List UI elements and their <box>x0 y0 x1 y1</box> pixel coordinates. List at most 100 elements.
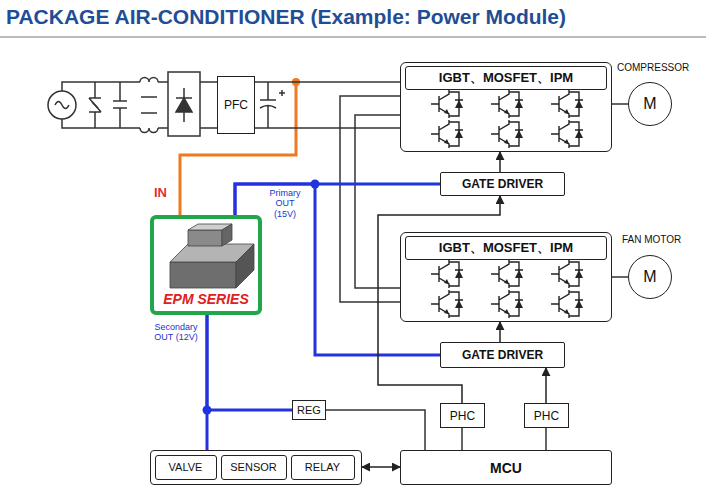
box-label: RELAY <box>305 461 340 473</box>
diode-symbol <box>575 300 583 308</box>
fan-power-module: IGBT、MOSFET、IPM <box>400 232 612 322</box>
mains-wiring <box>176 98 192 112</box>
mains-wiring <box>113 82 127 128</box>
mains-wiring <box>140 128 158 133</box>
mains-wiring <box>48 72 285 136</box>
module-header: IGBT、MOSFET、IPM <box>405 66 607 90</box>
mains-wiring <box>168 72 200 136</box>
connector <box>255 127 400 129</box>
pfc-box: PFC <box>217 76 255 134</box>
transistor-symbol <box>431 120 463 148</box>
photocoupler-box: PHC <box>440 403 485 428</box>
mains-wiring <box>200 82 217 128</box>
mains-wiring <box>158 82 168 128</box>
diode-symbol <box>515 270 523 278</box>
connector <box>499 152 501 172</box>
connector <box>340 96 400 302</box>
transistor-symbol <box>431 260 463 288</box>
transistor-symbol <box>551 260 583 288</box>
transistor-symbols <box>431 90 583 318</box>
box-label: SENSOR <box>230 461 276 473</box>
connector <box>545 368 547 403</box>
mcu-box: MCU <box>400 450 612 485</box>
diode-symbol <box>455 130 463 138</box>
photocoupler-box: PHC <box>524 403 569 428</box>
epm-module-picture <box>188 230 222 246</box>
relay-box: RELAY <box>291 455 355 480</box>
gate-driver-box: GATE DRIVER <box>440 172 565 196</box>
mains-wiring <box>279 90 285 96</box>
connector <box>612 276 628 278</box>
box-label: REG <box>297 404 321 416</box>
connector <box>235 184 440 355</box>
diode-symbol <box>575 130 583 138</box>
peripheral-group-box: VALVE SENSOR RELAY <box>150 450 362 485</box>
epm-module-picture <box>222 224 232 246</box>
emitter-arrow <box>564 109 569 114</box>
mains-wiring <box>55 102 69 109</box>
box-label: EPM SERIES <box>163 291 249 307</box>
diode-symbol <box>455 270 463 278</box>
mains-wiring <box>92 102 98 108</box>
connector <box>362 466 400 468</box>
box-label: GATE DRIVER <box>462 348 543 362</box>
box-label: M <box>643 268 656 286</box>
transistor-symbol <box>551 290 583 318</box>
diode-symbol <box>455 100 463 108</box>
epm-module-picture <box>236 244 254 288</box>
emitter-arrow <box>564 309 569 314</box>
connector <box>255 81 400 83</box>
mains-wiring <box>48 91 76 119</box>
connector <box>612 103 628 105</box>
box-label: VALVE <box>169 461 203 473</box>
connector <box>235 184 440 215</box>
box-label: PHC <box>534 409 559 423</box>
diode-symbol <box>455 300 463 308</box>
mains-wiring <box>176 88 192 122</box>
transistor-symbol <box>491 290 523 318</box>
connector <box>378 196 500 403</box>
emitter-arrow <box>444 109 449 114</box>
transistor-symbol <box>431 90 463 118</box>
emitter-arrow <box>444 309 449 314</box>
transistor-symbol <box>491 90 523 118</box>
module-header: IGBT、MOSFET、IPM <box>405 236 607 260</box>
diode-symbol <box>515 300 523 308</box>
diagram-title: PACKAGE AIR-CONDITIONER (Example: Power … <box>6 5 566 29</box>
input-label: IN <box>154 186 167 201</box>
transistor-symbol <box>491 120 523 148</box>
connector <box>207 315 292 410</box>
connector <box>326 410 425 450</box>
emitter-arrow <box>504 279 509 284</box>
sensor-box: SENSOR <box>221 455 287 480</box>
emitter-arrow <box>504 139 509 144</box>
module-caption: FAN MOTOR <box>622 234 681 246</box>
mains-wiring <box>89 82 101 128</box>
output-label: Primary OUT (15V) <box>264 188 306 219</box>
box-label: M <box>643 95 656 113</box>
emitter-arrow <box>564 139 569 144</box>
regulator-box: REG <box>292 400 326 420</box>
mains-wiring <box>140 78 158 82</box>
transistor-symbol <box>551 120 583 148</box>
diode-symbol <box>575 100 583 108</box>
valve-box: VALVE <box>155 455 217 480</box>
emitter-arrow <box>444 279 449 284</box>
diode-symbol <box>515 100 523 108</box>
motor-circle: M <box>628 82 672 126</box>
mains-wiring <box>260 82 276 128</box>
mains-wiring <box>62 119 140 128</box>
title-rule <box>0 37 706 38</box>
diode-symbol <box>575 270 583 278</box>
emitter-arrow <box>504 109 509 114</box>
emitter-arrow <box>504 309 509 314</box>
connector <box>499 322 501 342</box>
motor-circle: M <box>628 255 672 299</box>
box-label: MCU <box>490 460 522 476</box>
transistor-symbol <box>491 260 523 288</box>
connector <box>545 428 547 450</box>
compressor-power-module: IGBT、MOSFET、IPM <box>400 62 612 152</box>
connector <box>461 428 463 450</box>
